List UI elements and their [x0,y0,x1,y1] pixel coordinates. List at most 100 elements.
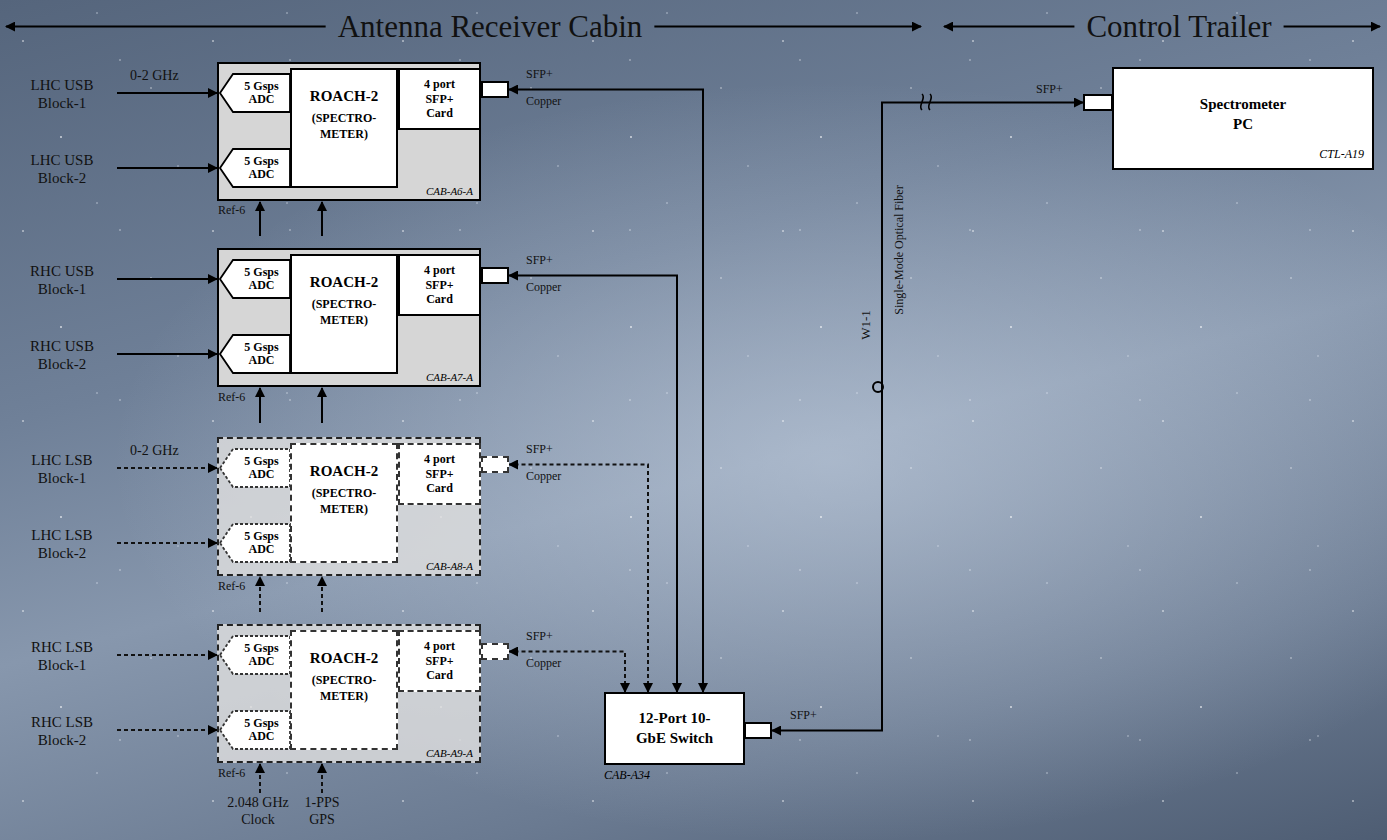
adc-text: 5 Gsps ADC [232,73,291,113]
adc-text: 5 Gsps ADC [232,259,291,299]
sfp-card: 4 port SFP+ Card [398,443,481,505]
data-link [509,465,648,693]
box-subtitle: (SPECTRO- METER) [302,111,387,142]
signal-wire [117,467,217,469]
adc-label: 5 Gsps ADC [239,530,285,555]
data-link [509,652,625,693]
adc-text: 5 Gsps ADC [232,448,291,488]
cabinet-panel: CAB-A7-A 5 Gsps ADC ROACH-2 (SPECTRO- METER… [217,248,481,387]
reference-wire [259,388,261,423]
signal-label: SFP+ [1036,82,1063,96]
adc-shape [220,260,290,298]
sfp-port [481,456,509,473]
roach2-board: ROACH-2 (SPECTRO- METER) [290,254,398,374]
section-arrow [944,26,1074,28]
box-title: 4 port SFP+ Card [414,639,466,682]
signal-label: LHC USB Block-1 [12,76,112,112]
pps-wire [321,577,323,612]
adc-text: 5 Gsps ADC [232,148,291,188]
box-subtitle: CAB-A34 [604,768,650,784]
signal-label: Ref-6 [218,203,245,217]
signal-label: RHC USB Block-2 [12,337,112,373]
section-arrow [654,26,921,28]
signal-label: Copper [526,656,561,670]
signal-label: LHC USB Block-2 [12,151,112,187]
box-subtitle: (SPECTRO- METER) [302,673,387,704]
roach2-board: ROACH-2(SPECTRO- METER) [290,630,398,750]
signal-label: SFP+ [526,253,553,267]
sfp-port [481,81,509,98]
sfp-port [481,267,509,284]
adc-text: 5 Gsps ADC [232,635,291,675]
section-arrow [6,26,326,28]
adc-label: 5 Gsps ADC [239,266,285,291]
adc-label: 5 Gsps ADC [239,80,285,105]
adc-label: 5 Gsps ADC [239,717,285,742]
signal-label: SFP+ [526,67,553,81]
section-header: Antenna Receiver Cabin [338,8,643,45]
box-title: ROACH-2 [310,462,378,480]
signal-wire [117,729,217,731]
sfp-port [481,643,509,660]
adc-shape [220,524,290,562]
adc-shape [220,335,290,373]
signal-wire [117,353,217,355]
adc-shape [220,149,290,187]
cabinet-id: CAB-A7-A [426,371,473,383]
sfp-port [1083,94,1113,111]
cabinet-id: CAB-A8-A [426,560,473,572]
sfp-card: 4 port SFP+ Card [398,254,481,316]
adc-block: 5 Gsps ADC [219,73,291,113]
adc-label: 5 Gsps ADC [239,455,285,480]
adc-text: 5 Gsps ADC [232,334,291,374]
signal-label: Copper [526,94,561,108]
signal-label: RHC LSB Block-1 [12,638,112,674]
pps-wire [321,388,323,423]
cabinet-panel: CAB-A8-A 5 Gsps ADC ROACH-2 (SPECTRO- METER… [217,437,481,576]
box-subtitle: (SPECTRO- METER) [302,486,387,517]
pps-wire [321,764,323,793]
signal-label: SFP+ [526,629,553,643]
cabinet-panel: CAB-A9-A 5 Gsps ADCROACH-2(SPECTRO- METER… [217,624,481,763]
signal-label: 2.048 GHz Clock [213,795,303,829]
adc-block: 5 Gsps ADC [219,523,291,563]
adc-block: 5 Gsps ADC [219,334,291,374]
pps-wire [321,202,323,236]
signal-label: Copper [526,280,561,294]
adc-block: 5 Gsps ADC [219,259,291,299]
box-title: 4 port SFP+ Card [414,452,466,495]
reference-wire [259,764,261,793]
box-title: ROACH-2 [310,87,378,105]
adc-label: 5 Gsps ADC [239,341,285,366]
signal-label: SFP+ [790,708,817,722]
signal-wire [117,542,217,544]
reference-wire [259,202,261,236]
box-title: ROACH-2 [310,273,378,291]
signal-label: Copper [526,469,561,483]
cabinet-id: CAB-A9-A [426,747,473,759]
adc-block: 5 Gsps ADC [219,710,291,750]
signal-label: 1-PPS GPS [297,795,347,829]
roach2-board: ROACH-2 (SPECTRO- METER) [290,68,398,188]
cabinet-panel: CAB-A6-A5 Gsps ADCROACH-2(SPECTRO- METER… [217,62,481,201]
signal-label: LHC LSB Block-2 [12,526,112,562]
signal-label: SFP+ [526,442,553,456]
signal-label: RHC LSB Block-2 [12,713,112,749]
signal-label: LHC LSB Block-1 [12,451,112,487]
network-switch: 12-Port 10- GbE SwitchCAB-A34 [604,692,745,765]
sfp-card: 4 port SFP+ Card [398,630,481,692]
data-link [509,90,703,693]
box-subtitle: (SPECTRO- METER) [302,297,387,328]
adc-shape [220,74,290,112]
signal-wire [117,167,217,169]
roach2-board: ROACH-2 (SPECTRO- METER) [290,443,398,563]
adc-shape [220,711,290,749]
box-subtitle: CTL-A19 [1319,147,1364,163]
cable-label: Single-Mode Optical Fiber [892,185,906,314]
signal-label: 0-2 GHz [130,443,179,460]
box-title: 4 port SFP+ Card [414,77,466,120]
adc-shape [220,636,290,674]
signal-wire [117,654,217,656]
reference-wire [259,577,261,612]
